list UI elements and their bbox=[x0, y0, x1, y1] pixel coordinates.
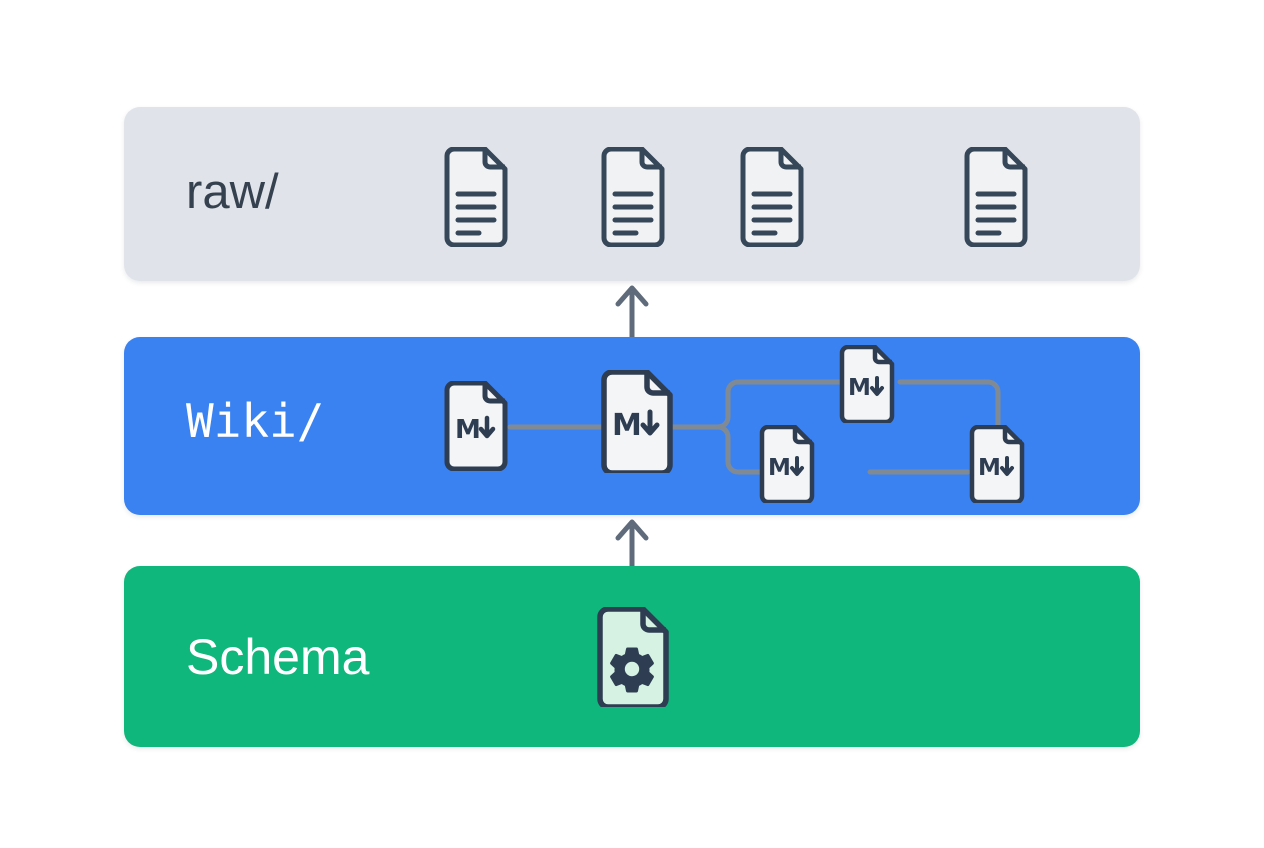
document-icon-3[interactable] bbox=[737, 147, 807, 247]
markdown-letter: M bbox=[848, 375, 871, 401]
markdown-document-icon-2[interactable]: M bbox=[598, 370, 676, 473]
arrow-up-schema-to-wiki bbox=[612, 516, 652, 577]
document-icon-2[interactable] bbox=[598, 147, 668, 247]
markdown-letter: M bbox=[978, 455, 1001, 481]
arrow-up-wiki-to-raw bbox=[612, 282, 652, 343]
gear-glyph bbox=[610, 647, 654, 693]
markdown-letter: M bbox=[455, 415, 481, 445]
markdown-document-icon-3-top[interactable]: M bbox=[837, 345, 897, 423]
wiki-connectors bbox=[430, 337, 1070, 520]
markdown-document-icon-1[interactable]: M bbox=[441, 381, 511, 471]
band-schema-label: Schema bbox=[186, 629, 370, 685]
gear-document-icon[interactable] bbox=[594, 607, 672, 707]
markdown-document-icon-5-right[interactable]: M bbox=[967, 425, 1027, 503]
document-icon-4[interactable] bbox=[961, 147, 1031, 247]
band-wiki-label: Wiki/ bbox=[186, 394, 325, 448]
markdown-letter: M bbox=[612, 408, 642, 443]
markdown-document-icon-4-bottom[interactable]: M bbox=[757, 425, 817, 503]
document-icon-1[interactable] bbox=[441, 147, 511, 247]
markdown-letter: M bbox=[768, 455, 791, 481]
band-raw-label: raw/ bbox=[186, 165, 279, 219]
